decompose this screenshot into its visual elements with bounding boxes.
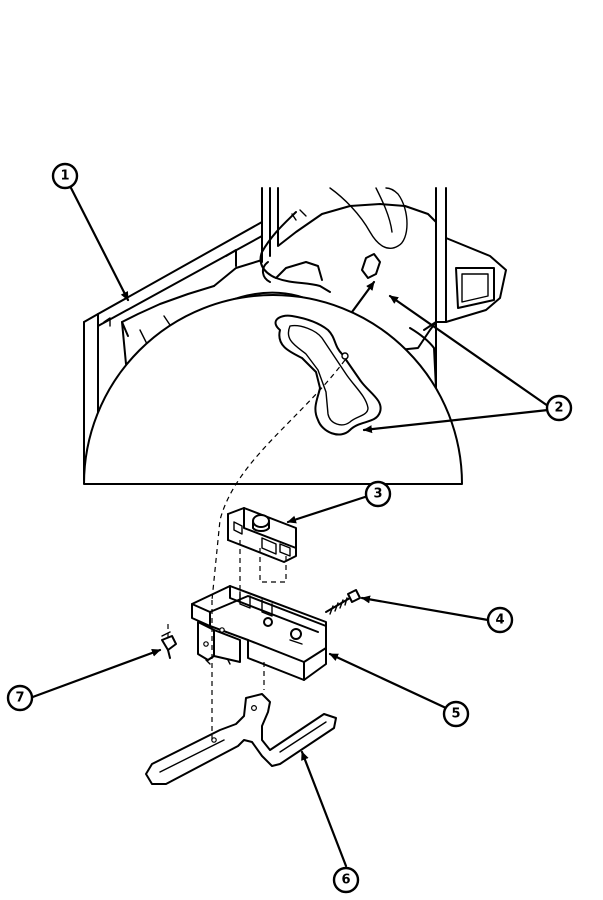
callout-7: 7 bbox=[6, 684, 34, 712]
small-screw bbox=[161, 631, 177, 659]
callout-label: 7 bbox=[15, 691, 24, 706]
door-switch bbox=[227, 507, 297, 563]
callout-1: 1 bbox=[51, 162, 79, 190]
screw bbox=[325, 589, 361, 615]
dryer-base-assembly bbox=[83, 187, 507, 485]
callout-label: 2 bbox=[554, 401, 563, 416]
callout-label: 4 bbox=[495, 613, 504, 628]
callout-4: 4 bbox=[486, 606, 514, 634]
assembly-guide-lines bbox=[167, 359, 346, 740]
leader-lines bbox=[28, 184, 550, 868]
callout-2: 2 bbox=[545, 394, 573, 422]
mounting-plate bbox=[145, 693, 337, 785]
callout-5: 5 bbox=[442, 700, 470, 728]
callout-label: 3 bbox=[373, 487, 382, 502]
callout-label: 1 bbox=[60, 169, 69, 184]
callout-6: 6 bbox=[332, 866, 360, 894]
callout-label: 6 bbox=[341, 873, 350, 888]
callout-3: 3 bbox=[364, 480, 392, 508]
switch-bracket bbox=[191, 585, 327, 681]
callout-label: 5 bbox=[451, 707, 460, 722]
